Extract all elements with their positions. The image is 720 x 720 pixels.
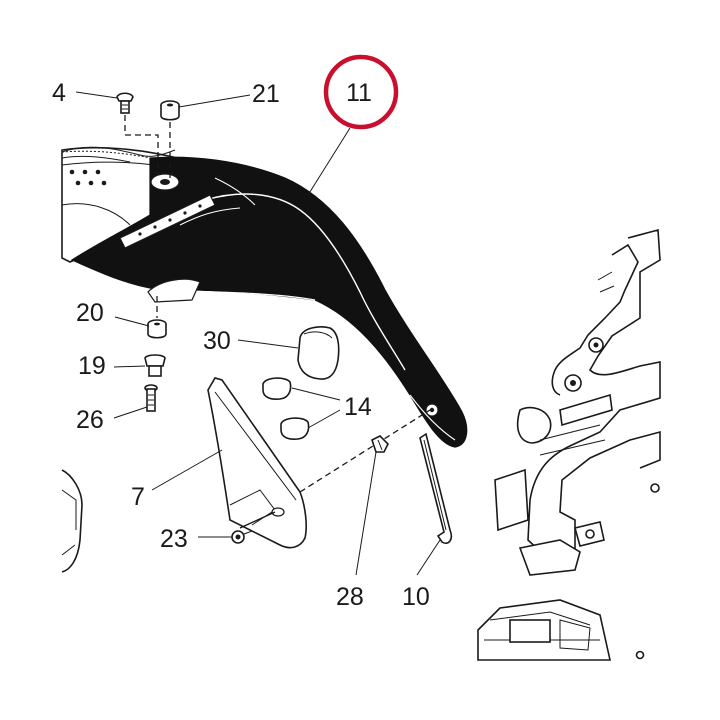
callout-26: 26 — [76, 406, 104, 434]
highlight-circle-11 — [323, 54, 399, 130]
part-7-cover-plate — [207, 377, 307, 549]
callout-7: 7 — [131, 483, 145, 511]
callout-labels: 4 21 11 20 30 19 14 26 7 23 28 10 — [52, 79, 430, 611]
part-30-pad — [297, 326, 340, 380]
part-19-bushing — [144, 354, 166, 377]
callout-20: 20 — [76, 299, 104, 327]
assembly-line-plate — [299, 409, 431, 493]
frame-right — [494, 228, 661, 576]
callout-11: 11 — [346, 79, 372, 107]
callout-23: 23 — [160, 525, 188, 553]
wiring-harness — [61, 146, 176, 163]
component-bottom-right — [477, 599, 645, 661]
part-23-screw — [231, 530, 253, 544]
component-left-edge — [61, 469, 83, 573]
callout-30: 30 — [203, 327, 231, 355]
leader-lines — [75, 91, 441, 576]
tank-vent-holes — [69, 169, 107, 186]
part-10-rod — [419, 432, 453, 545]
part-21-grommet — [160, 100, 180, 121]
callout-28: 28 — [336, 583, 364, 611]
part-14-pad-lower — [280, 417, 310, 440]
callout-10: 10 — [402, 583, 430, 611]
part-28-clip — [371, 435, 389, 453]
part-26-bolt — [144, 384, 158, 412]
part-7-pin — [239, 511, 276, 529]
callout-19: 19 — [78, 352, 106, 380]
callout-21: 21 — [252, 80, 280, 108]
callout-4: 4 — [52, 79, 66, 107]
part-11-side-panel — [70, 156, 468, 448]
part-14-pad-upper — [262, 377, 292, 400]
part-20-grommet — [147, 319, 167, 339]
callout-14: 14 — [344, 393, 372, 421]
part-4-screw — [116, 92, 134, 114]
